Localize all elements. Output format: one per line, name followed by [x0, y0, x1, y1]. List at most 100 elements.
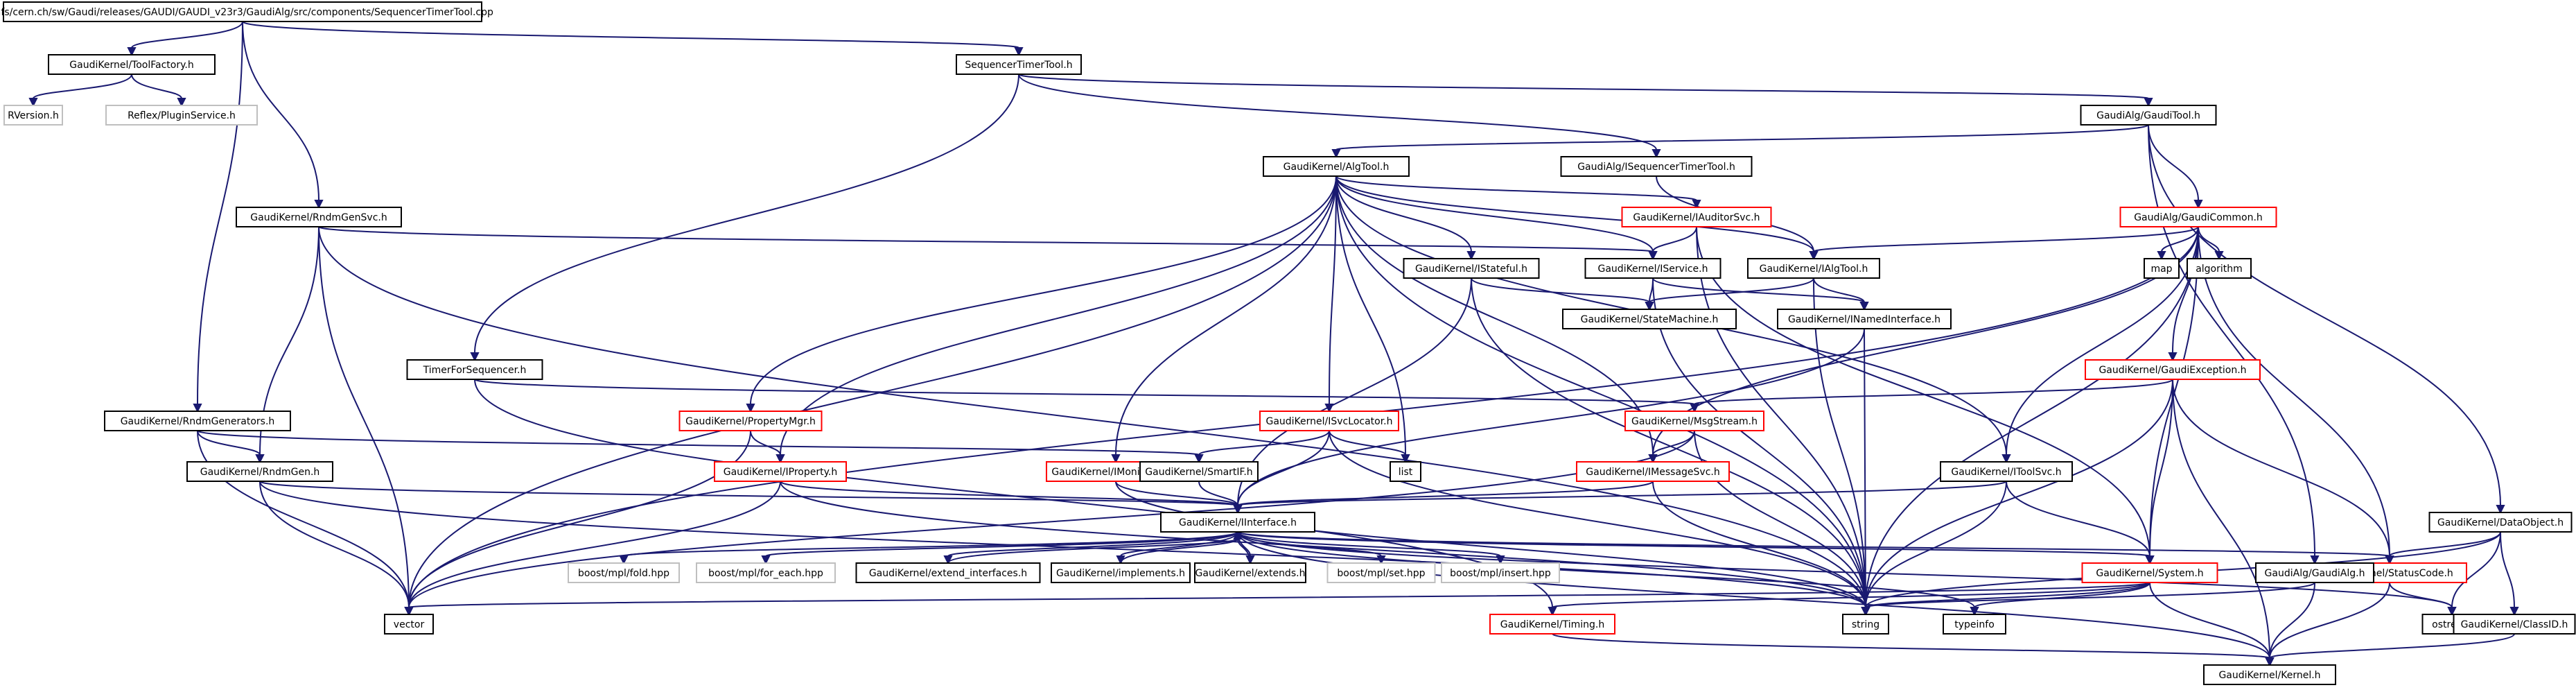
- edge-iauditorsvc-to-iservice: [1648, 226, 1697, 261]
- node-classid[interactable]: GaudiKernel/ClassID.h: [2453, 614, 2576, 635]
- edge-statuscode-to-ostream: [2389, 582, 2457, 616]
- graph-nodes: /afs/cern.ch/sw/Gaudi/releases/GAUDI/GAU…: [0, 1, 2576, 685]
- node-typeinfo[interactable]: typeinfo: [1943, 614, 2006, 635]
- node-list[interactable]: list: [1390, 461, 1421, 482]
- node-extend-interfaces[interactable]: GaudiKernel/extend_interfaces.h: [855, 562, 1041, 583]
- node-box: [2453, 614, 2576, 635]
- node-gaudialg-h[interactable]: GaudiAlg/GaudiAlg.h: [2255, 562, 2374, 583]
- node-label: GaudiKernel/implements.h: [1056, 568, 1185, 579]
- node-rndmgenerators[interactable]: GaudiKernel/RndmGenerators.h: [104, 411, 291, 431]
- node-ialgtool[interactable]: GaudiKernel/IAlgTool.h: [1747, 258, 1880, 279]
- node-label: GaudiAlg/ISequencerTimerTool.h: [1577, 162, 1735, 173]
- node-label: GaudiKernel/MsgStream.h: [1631, 416, 1758, 427]
- node-kernel[interactable]: GaudiKernel/Kernel.h: [2203, 664, 2336, 685]
- node-string[interactable]: string: [1842, 614, 1889, 635]
- node-box: [1489, 614, 1615, 635]
- node-timing[interactable]: GaudiKernel/Timing.h: [1489, 614, 1615, 635]
- node-box: [1560, 156, 1753, 177]
- edge-root-to-toolfactory: [127, 21, 243, 57]
- node-algtool[interactable]: GaudiKernel/AlgTool.h: [1263, 156, 1410, 177]
- node-timerforseq[interactable]: TimerForSequencer.h: [406, 359, 543, 380]
- node-label: TimerForSequencer.h: [423, 365, 527, 376]
- edge-itoolsvc-to-iinterface: [1233, 481, 2007, 515]
- node-iauditorsvc[interactable]: GaudiKernel/IAuditorSvc.h: [1621, 207, 1772, 227]
- node-inamedinterface[interactable]: GaudiKernel/INamedInterface.h: [1777, 309, 1952, 329]
- node-label: GaudiKernel/Timing.h: [1500, 619, 1604, 630]
- node-box: [1562, 309, 1737, 329]
- node-implements[interactable]: GaudiKernel/implements.h: [1051, 562, 1191, 583]
- node-box: [1584, 258, 1721, 279]
- node-box: [1576, 461, 1730, 482]
- edge-iinterface-to-boost-fold: [619, 531, 1238, 565]
- node-box: [1777, 309, 1952, 329]
- node-label: GaudiKernel/IProperty.h: [724, 467, 837, 478]
- edge-gaudialg-gauditool-to-dataobject: [2148, 124, 2505, 515]
- node-iproperty[interactable]: GaudiKernel/IProperty.h: [714, 461, 847, 482]
- node-map[interactable]: map: [2144, 258, 2180, 279]
- edge-system-to-vector: [404, 582, 2150, 616]
- node-extends[interactable]: GaudiKernel/extends.h: [1194, 562, 1306, 583]
- node-box: [236, 207, 402, 227]
- edge-gaudicommon-to-algorithm: [2198, 226, 2224, 261]
- node-dataobject[interactable]: GaudiKernel/DataObject.h: [2428, 512, 2573, 533]
- node-label: GaudiKernel/SmartIF.h: [1145, 467, 1252, 478]
- node-box: [1139, 461, 1259, 482]
- node-label: GaudiKernel/System.h: [2096, 568, 2203, 579]
- node-label: RVersion.h: [8, 110, 59, 121]
- node-iseqtimertool[interactable]: GaudiAlg/ISequencerTimerTool.h: [1560, 156, 1753, 177]
- edge-gaudialg-gauditool-to-gaudicommon: [2148, 124, 2203, 209]
- node-imessagesvc[interactable]: GaudiKernel/IMessageSvc.h: [1576, 461, 1730, 482]
- node-box: [2428, 512, 2573, 533]
- node-rndmgensvc[interactable]: GaudiKernel/RndmGenSvc.h: [236, 207, 402, 227]
- node-label: GaudiKernel/IStateful.h: [1415, 264, 1527, 275]
- node-box: [3, 1, 482, 22]
- node-box: [2081, 562, 2218, 583]
- node-boost-fold: boost/mpl/fold.hpp: [568, 562, 680, 583]
- node-box: [956, 54, 1082, 75]
- node-label: algorithm: [2196, 264, 2243, 275]
- node-gaudialg-gauditool[interactable]: GaudiAlg/GaudiTool.h: [2080, 105, 2217, 126]
- edge-istateful-to-iinterface: [1233, 277, 1472, 515]
- node-boost-insert: boost/mpl/insert.hpp: [1441, 562, 1560, 583]
- node-box: [105, 105, 258, 126]
- node-seqtimertool[interactable]: SequencerTimerTool.h: [956, 54, 1082, 75]
- node-iservice[interactable]: GaudiKernel/IService.h: [1584, 258, 1721, 279]
- node-box: [1259, 411, 1399, 431]
- edge-isvclocator-to-smartif: [1194, 430, 1330, 464]
- node-propertymgr[interactable]: GaudiKernel/PropertyMgr.h: [678, 411, 823, 431]
- node-itoolsvc[interactable]: GaudiKernel/IToolSvc.h: [1940, 461, 2073, 482]
- edge-system-to-typeinfo: [1970, 582, 2150, 616]
- node-istateful[interactable]: GaudiKernel/IStateful.h: [1403, 258, 1540, 279]
- node-label: SequencerTimerTool.h: [965, 60, 1072, 71]
- node-box: [1194, 562, 1306, 583]
- edge-istateful-to-statemachine: [1471, 277, 1654, 311]
- node-gaudicommon[interactable]: GaudiAlg/GaudiCommon.h: [2119, 207, 2277, 227]
- node-box: [2255, 562, 2374, 583]
- node-label: map: [2150, 264, 2172, 275]
- edge-algtool-to-istateful: [1335, 175, 1476, 261]
- node-box: [1051, 562, 1191, 583]
- node-box: [384, 614, 434, 635]
- node-iinterface[interactable]: GaudiKernel/IInterface.h: [1160, 512, 1315, 533]
- node-rndmgen[interactable]: GaudiKernel/RndmGen.h: [186, 461, 333, 482]
- edge-classid-to-kernel: [2265, 633, 2515, 667]
- node-box: [2119, 207, 2277, 227]
- node-label: GaudiAlg/GaudiAlg.h: [2265, 568, 2365, 579]
- node-label: boost/mpl/insert.hpp: [1450, 568, 1551, 579]
- node-statemachine[interactable]: GaudiKernel/StateMachine.h: [1562, 309, 1737, 329]
- node-root[interactable]: /afs/cern.ch/sw/Gaudi/releases/GAUDI/GAU…: [0, 1, 493, 22]
- edge-msgstream-to-imessagesvc: [1648, 430, 1695, 464]
- node-gaudiexception[interactable]: GaudiKernel/GaudiException.h: [2085, 359, 2261, 380]
- node-system[interactable]: GaudiKernel/System.h: [2081, 562, 2218, 583]
- node-toolfactory[interactable]: GaudiKernel/ToolFactory.h: [48, 54, 216, 75]
- node-label: GaudiKernel/IService.h: [1598, 264, 1708, 275]
- node-vector[interactable]: vector: [384, 614, 434, 635]
- node-smartif[interactable]: GaudiKernel/SmartIF.h: [1139, 461, 1259, 482]
- edge-iinterface-to-boost-foreach: [761, 531, 1238, 565]
- node-algorithm[interactable]: algorithm: [2187, 258, 2252, 279]
- node-label: GaudiKernel/DataObject.h: [2437, 517, 2564, 528]
- node-msgstream[interactable]: GaudiKernel/MsgStream.h: [1624, 411, 1764, 431]
- edge-rndmgensvc-to-vector: [318, 226, 414, 616]
- node-isvclocator[interactable]: GaudiKernel/ISvcLocator.h: [1259, 411, 1399, 431]
- node-box: [2203, 664, 2336, 685]
